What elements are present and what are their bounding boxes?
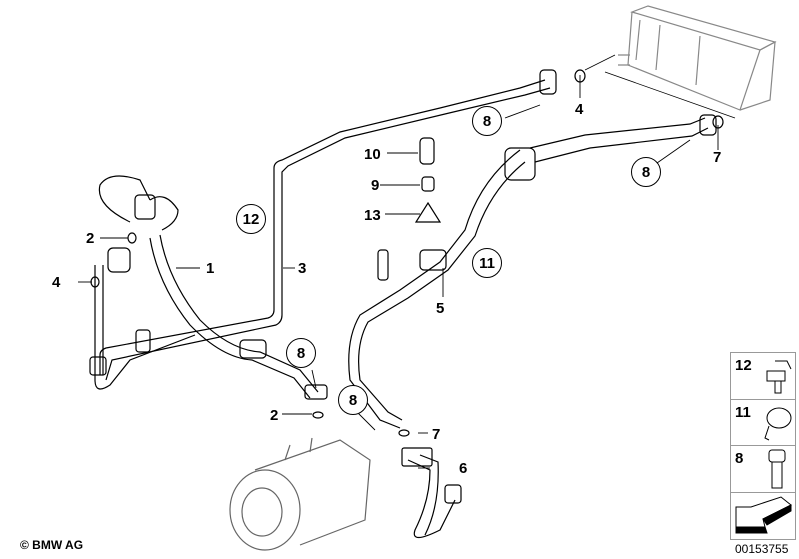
- hose-clamp-icon: [764, 407, 792, 440]
- legend-label: 12: [735, 357, 752, 374]
- hose-5: [348, 114, 717, 429]
- callout-2: 2: [86, 230, 95, 247]
- callout-circled-8: 8: [631, 157, 661, 187]
- parts-legend: 12 11 8: [730, 352, 796, 540]
- leader-lines: [78, 75, 719, 469]
- hose-6: [401, 447, 462, 539]
- compressor-icon: [229, 437, 371, 551]
- callout-circled-8: 8: [472, 106, 502, 136]
- callout-4: 4: [575, 101, 584, 118]
- callout-1: 1: [206, 260, 215, 277]
- callout-3: 3: [298, 260, 307, 277]
- callout-4: 4: [52, 274, 61, 291]
- pressure-switch-10-icon: [419, 137, 435, 165]
- callout-circled-8: 8: [286, 338, 316, 368]
- pipe-lower-left: [89, 247, 196, 390]
- legend-item-arrow: [731, 493, 795, 540]
- legend-item-12: 12: [731, 353, 795, 400]
- warning-label-13-icon: [414, 201, 442, 223]
- clip-icon: [766, 360, 792, 394]
- callout-6: 6: [459, 460, 468, 477]
- fitting-loop: [98, 175, 179, 231]
- direction-arrow-icon: [735, 495, 792, 533]
- pressure-switch-9-icon: [421, 176, 435, 192]
- callout-7: 7: [432, 426, 441, 443]
- callout-circled-8: 8: [338, 385, 368, 415]
- pipe-3: [99, 69, 557, 381]
- legend-label: 8: [735, 450, 744, 467]
- o-rings: [90, 69, 724, 437]
- evaporator-leader-lines: [584, 54, 736, 119]
- callout-7: 7: [713, 149, 722, 166]
- diagram-number: 00153755: [735, 542, 789, 556]
- legend-label: 11: [735, 403, 751, 421]
- callout-2: 2: [270, 407, 279, 424]
- callout-circled-12: 12: [236, 204, 266, 234]
- callout-circled-11: 11: [472, 248, 502, 278]
- hose-1: [149, 234, 328, 400]
- evaporator-icon: [618, 5, 777, 111]
- legend-item-11: 11: [731, 400, 795, 446]
- callout-9: 9: [371, 177, 380, 194]
- legend-item-8: 8: [731, 446, 795, 493]
- callout-5: 5: [436, 300, 445, 317]
- copyright: © BMW AG: [20, 538, 84, 552]
- bolt-icon: [768, 449, 786, 489]
- callout-10: 10: [364, 146, 381, 163]
- callout-13: 13: [364, 207, 381, 224]
